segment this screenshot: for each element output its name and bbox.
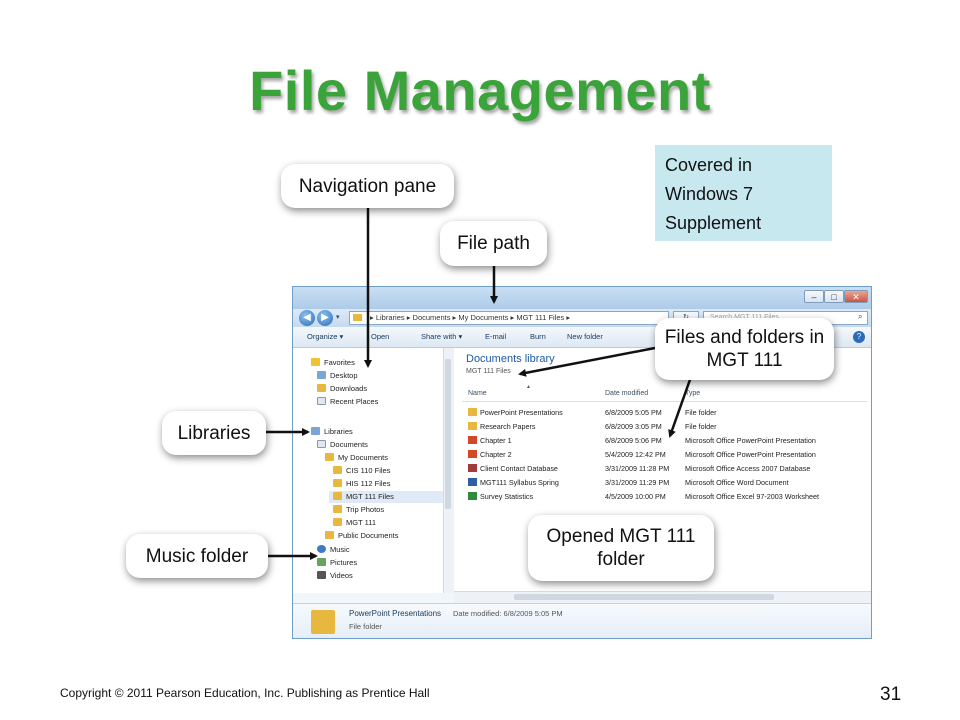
callout-file-path: File path — [440, 221, 547, 266]
nav-item-my-documents[interactable]: My Documents — [325, 452, 388, 464]
nav-item-public-documents[interactable]: Public Documents — [325, 530, 398, 542]
file-type: Microsoft Office PowerPoint Presentation — [685, 450, 816, 459]
file-type: Microsoft Office Access 2007 Database — [685, 464, 811, 473]
excel-icon — [468, 492, 477, 500]
file-date: 3/31/2009 11:29 PM — [605, 478, 670, 487]
libraries-icon — [311, 427, 320, 435]
music-icon — [317, 545, 326, 553]
access-icon — [468, 464, 477, 472]
nav-item-his-112-files[interactable]: HIS 112 Files — [333, 478, 390, 490]
folder-icon — [325, 453, 334, 461]
details-pane: PowerPoint Presentations Date modified: … — [293, 603, 871, 638]
file-date: 6/8/2009 5:06 PM — [605, 436, 662, 445]
window-titlebar: – □ ✕ — [293, 287, 871, 309]
nav-item-favorites[interactable]: Favorites — [311, 357, 355, 369]
burn-button[interactable]: Burn — [530, 332, 546, 341]
star-icon — [311, 358, 320, 366]
folder-icon — [333, 479, 342, 487]
slide-title: File Management — [249, 59, 711, 122]
file-date: 5/4/2009 12:42 PM — [605, 450, 666, 459]
file-type: Microsoft Office PowerPoint Presentation — [685, 436, 816, 445]
library-subtitle: MGT 111 Files — [466, 368, 511, 375]
callout-libraries: Libraries — [162, 411, 266, 455]
file-type: File folder — [685, 408, 717, 417]
new-folder-button[interactable]: New folder — [567, 332, 603, 341]
folder-icon — [333, 518, 342, 526]
nav-item-mgt-111-files[interactable]: MGT 111 Files — [329, 491, 445, 503]
file-date: 3/31/2009 11:28 PM — [605, 464, 670, 473]
library-title: Documents library — [466, 353, 555, 365]
folder-icon — [333, 466, 342, 474]
callout-navigation-pane: Navigation pane — [281, 164, 454, 208]
email-button[interactable]: E-mail — [485, 332, 507, 341]
callout-files-and-folders: Files and folders in MGT 111 — [655, 318, 834, 380]
share-with-button[interactable]: Share with ▾ — [421, 332, 463, 341]
file-date: 6/8/2009 5:05 PM — [605, 408, 662, 417]
nav-item-downloads[interactable]: Downloads — [317, 383, 367, 395]
nav-item-trip-photos[interactable]: Trip Photos — [333, 504, 384, 516]
callout-opened-folder: Opened MGT 111 folder — [528, 515, 714, 581]
horizontal-scrollbar-thumb[interactable] — [514, 594, 774, 600]
folder-icon — [325, 531, 334, 539]
powerpoint-icon — [468, 436, 477, 444]
nav-item-mgt-111[interactable]: MGT 111 — [333, 517, 376, 529]
powerpoint-icon — [468, 450, 477, 458]
address-path[interactable]: ▸ Libraries ▸ Documents ▸ My Documents ▸… — [349, 311, 669, 325]
folder-icon — [333, 492, 342, 500]
folder-icon — [353, 314, 362, 321]
details-name: PowerPoint Presentations — [349, 609, 442, 618]
downloads-icon — [317, 384, 326, 392]
folder-icon — [468, 408, 477, 416]
file-type: Microsoft Office Word Document — [685, 478, 789, 487]
nav-item-libraries[interactable]: Libraries — [311, 426, 353, 438]
close-button[interactable]: ✕ — [844, 290, 868, 303]
file-type: File folder — [685, 422, 717, 431]
back-icon[interactable]: ◀ — [299, 310, 315, 326]
forward-icon[interactable]: ▶ — [317, 310, 333, 326]
folder-icon — [311, 610, 335, 634]
nav-scrollbar-thumb[interactable] — [445, 359, 451, 509]
desktop-icon — [317, 371, 326, 379]
open-button[interactable]: Open — [371, 332, 390, 341]
page-number: 31 — [880, 684, 902, 705]
nav-item-pictures[interactable]: Pictures — [317, 557, 357, 569]
maximize-button[interactable]: □ — [824, 290, 844, 303]
nav-item-cis-110-files[interactable]: CIS 110 Files — [333, 465, 390, 477]
help-icon[interactable]: ? — [853, 331, 865, 343]
supplement-note: Covered in Windows 7 Supplement — [655, 145, 832, 241]
folder-icon — [333, 505, 342, 513]
horizontal-scrollbar[interactable] — [454, 591, 871, 603]
nav-item-recent-places[interactable]: Recent Places — [317, 396, 378, 408]
folder-icon — [468, 422, 477, 430]
recent-places-icon — [317, 397, 326, 405]
organize-button[interactable]: Organize ▾ — [307, 332, 344, 341]
column-header-type[interactable]: Type — [685, 390, 701, 397]
details-kind: File folder — [349, 622, 382, 631]
file-date: 4/5/2009 10:00 PM — [605, 492, 666, 501]
sort-indicator-icon: ▲ — [526, 384, 531, 390]
file-type: Microsoft Office Excel 97-2003 Worksheet — [685, 492, 819, 501]
pictures-icon — [317, 558, 326, 566]
search-icon[interactable]: ⌕ — [858, 312, 863, 321]
details-date-modified: Date modified: 6/8/2009 5:05 PM — [453, 609, 563, 618]
word-icon — [468, 478, 477, 486]
copyright-footer: Copyright © 2011 Pearson Education, Inc.… — [60, 686, 430, 700]
navigation-pane: Favorites Desktop Downloads Recent Place… — [293, 348, 445, 593]
videos-icon — [317, 571, 326, 579]
recent-pages-chevron-icon[interactable]: ▾ — [336, 314, 340, 321]
nav-item-desktop[interactable]: Desktop — [317, 370, 358, 382]
column-divider — [462, 401, 867, 402]
column-header-date-modified[interactable]: Date modified — [605, 390, 649, 397]
file-date: 6/8/2009 3:05 PM — [605, 422, 662, 431]
nav-item-videos[interactable]: Videos — [317, 570, 353, 582]
column-header-name[interactable]: Name — [468, 390, 487, 397]
nav-item-music[interactable]: Music — [317, 544, 350, 556]
callout-music-folder: Music folder — [126, 534, 268, 578]
minimize-button[interactable]: – — [804, 290, 824, 303]
nav-item-documents[interactable]: Documents — [317, 439, 368, 451]
documents-icon — [317, 440, 326, 448]
